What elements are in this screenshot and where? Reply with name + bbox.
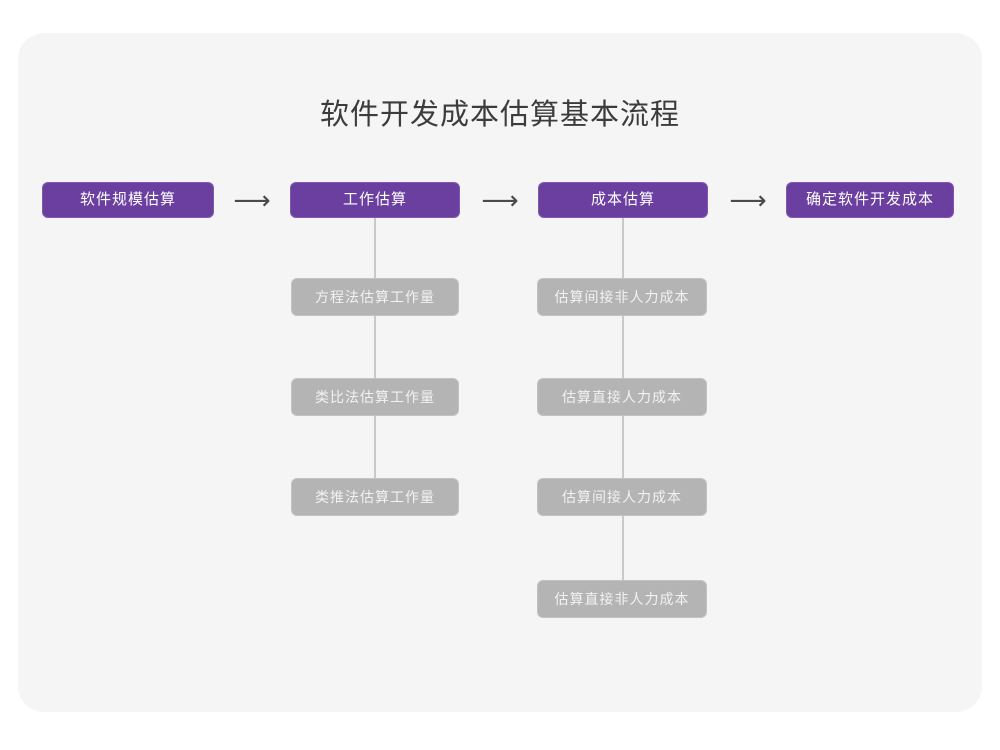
substep-node-indirect-labor-cost[interactable]: 估算间接人力成本 (537, 478, 707, 516)
flow-arrow-icon-1: ⟶ (233, 185, 271, 215)
page-title: 软件开发成本估算基本流程 (319, 99, 680, 131)
stage-node-software-scale-estimation[interactable]: 软件规模估算 (42, 182, 214, 218)
flow-arrow-icon-2: ⟶ (481, 185, 519, 215)
stage-node-determine-development-cost[interactable]: 确定软件开发成本 (786, 182, 954, 218)
stage-node-work-estimation[interactable]: 工作估算 (290, 182, 460, 218)
substep-node-analogy-method[interactable]: 类比法估算工作量 (291, 378, 459, 416)
substep-node-equation-method[interactable]: 方程法估算工作量 (291, 278, 459, 316)
substep-node-direct-nonlabor-cost[interactable]: 估算直接非人力成本 (537, 580, 707, 618)
diagram-card (18, 33, 982, 712)
substep-node-direct-labor-cost[interactable]: 估算直接人力成本 (537, 378, 707, 416)
stage-node-cost-estimation[interactable]: 成本估算 (538, 182, 708, 218)
flow-arrow-icon-3: ⟶ (729, 185, 767, 215)
connector-spine-work-estimation (374, 218, 376, 480)
substep-node-inference-method[interactable]: 类推法估算工作量 (291, 478, 459, 516)
substep-node-indirect-nonlabor-cost[interactable]: 估算间接非人力成本 (537, 278, 707, 316)
